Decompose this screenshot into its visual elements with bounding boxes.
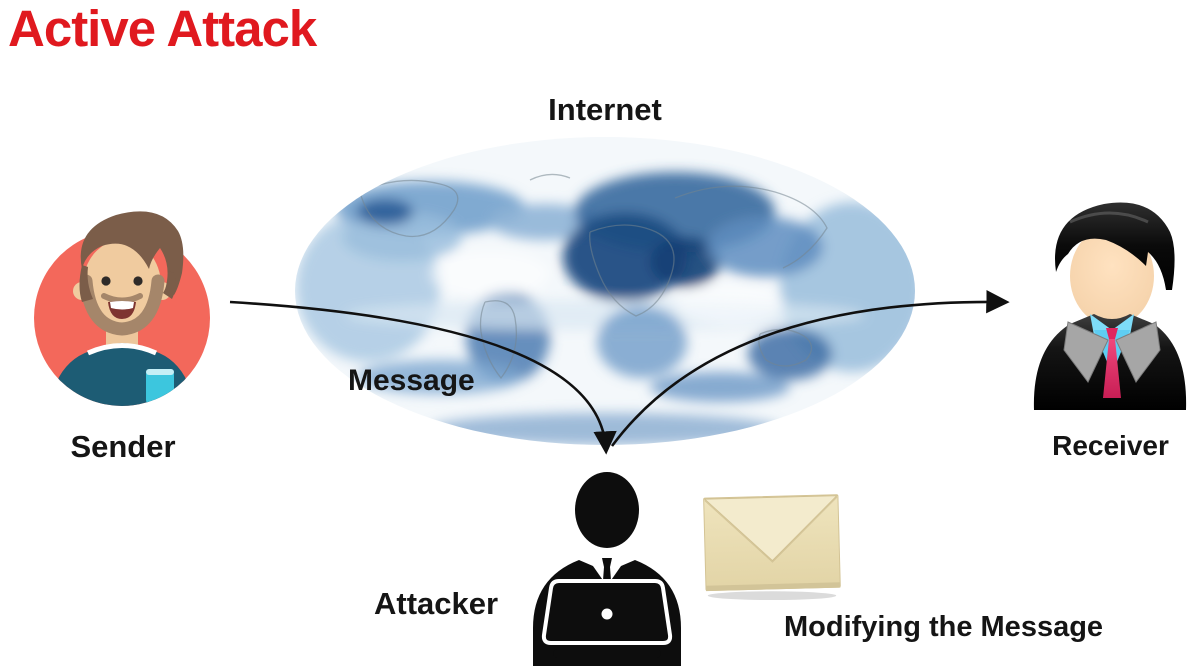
receiver-avatar-icon: [1033, 202, 1187, 410]
sender-beard: [79, 274, 165, 336]
receiver-lapel-left: [1063, 321, 1109, 383]
attacker-label: Attacker: [374, 586, 499, 621]
attacker-tie: [602, 558, 612, 567]
modifying-message-label: Modifying the Message: [784, 611, 1104, 643]
sender-head: [73, 211, 184, 336]
envelope-flap: [704, 495, 838, 562]
envelope-icon: [703, 494, 841, 601]
attacker-laptop-logo: [601, 608, 613, 620]
internet-label: Internet: [548, 92, 662, 127]
receiver-tie-knot: [1106, 328, 1118, 339]
receiver-tie: [1103, 339, 1121, 398]
world-map-icon: [295, 137, 915, 445]
receiver-lapel-right: [1115, 321, 1161, 383]
sender-avatar-icon: [34, 211, 210, 406]
message-label: Message: [348, 364, 475, 397]
sender-label: Sender: [70, 429, 176, 464]
sender-face: [83, 240, 161, 330]
attacker-head: [575, 472, 639, 548]
attacker-silhouette-icon: [533, 472, 681, 666]
sender-hair: [80, 211, 184, 295]
envelope-shadow: [707, 591, 837, 601]
attacker-laptop-base: [553, 649, 661, 658]
receiver-label: Receiver: [1052, 430, 1169, 461]
receiver-hair: [1055, 202, 1175, 290]
page-title: Active Attack: [8, 0, 317, 57]
